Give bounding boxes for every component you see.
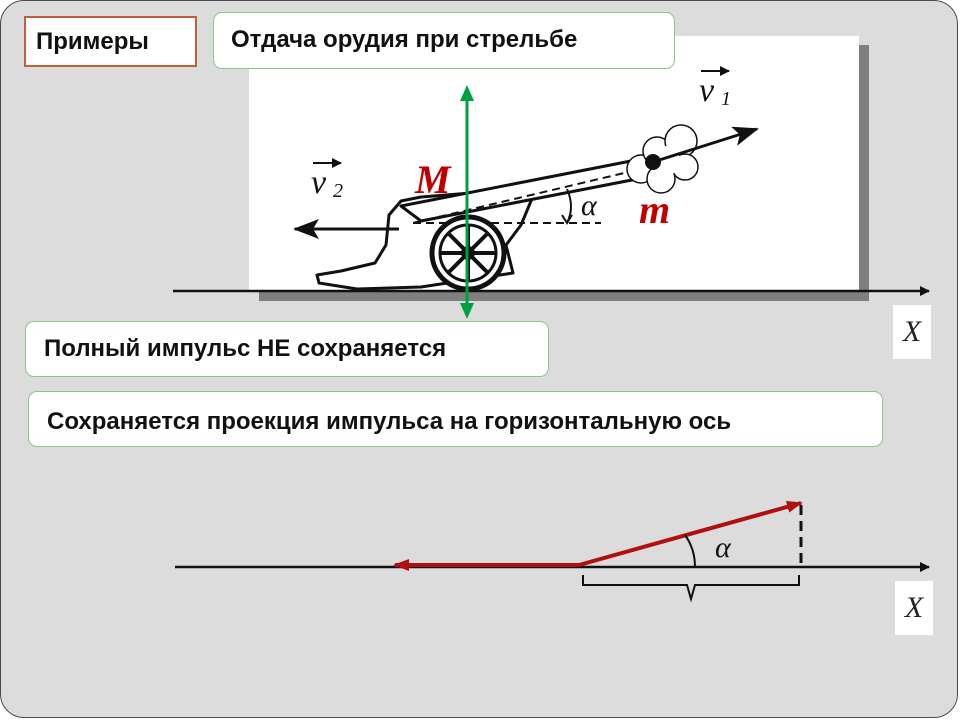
v2-label: v bbox=[311, 164, 327, 201]
projection-brace bbox=[582, 575, 800, 603]
slide-title: Отдача орудия при стрельбе bbox=[213, 12, 675, 69]
x-axis-label-top: X bbox=[893, 305, 931, 359]
v1-label: v bbox=[699, 72, 715, 109]
vertical-arrow-down bbox=[460, 303, 474, 319]
angle-label-bottom: α bbox=[715, 531, 732, 564]
projectile-velocity-arrow bbox=[652, 126, 759, 164]
v1-subscript: 1 bbox=[721, 88, 731, 110]
projectile-momentum-vector bbox=[578, 500, 803, 567]
angle-label-top: α bbox=[581, 189, 598, 222]
projectile-mass-label: m bbox=[639, 187, 670, 232]
momentum-not-conserved-box: Полный импульс НЕ сохраняется bbox=[25, 321, 549, 377]
cannon-mass-label: M bbox=[414, 157, 452, 202]
v2-subscript: 2 bbox=[333, 180, 343, 202]
barrel-axis-dashed bbox=[412, 168, 642, 224]
examples-label: Примеры bbox=[24, 16, 197, 67]
cannon-picture-panel bbox=[249, 36, 859, 292]
projection-conserved-box: Сохраняется проекция импульса на горизон… bbox=[28, 391, 883, 447]
x-axis-label-bottom: X bbox=[895, 581, 933, 635]
vertical-arrow-up bbox=[460, 85, 474, 101]
angle-arc-tip bbox=[561, 214, 573, 225]
angle-arc-bottom bbox=[684, 534, 696, 568]
